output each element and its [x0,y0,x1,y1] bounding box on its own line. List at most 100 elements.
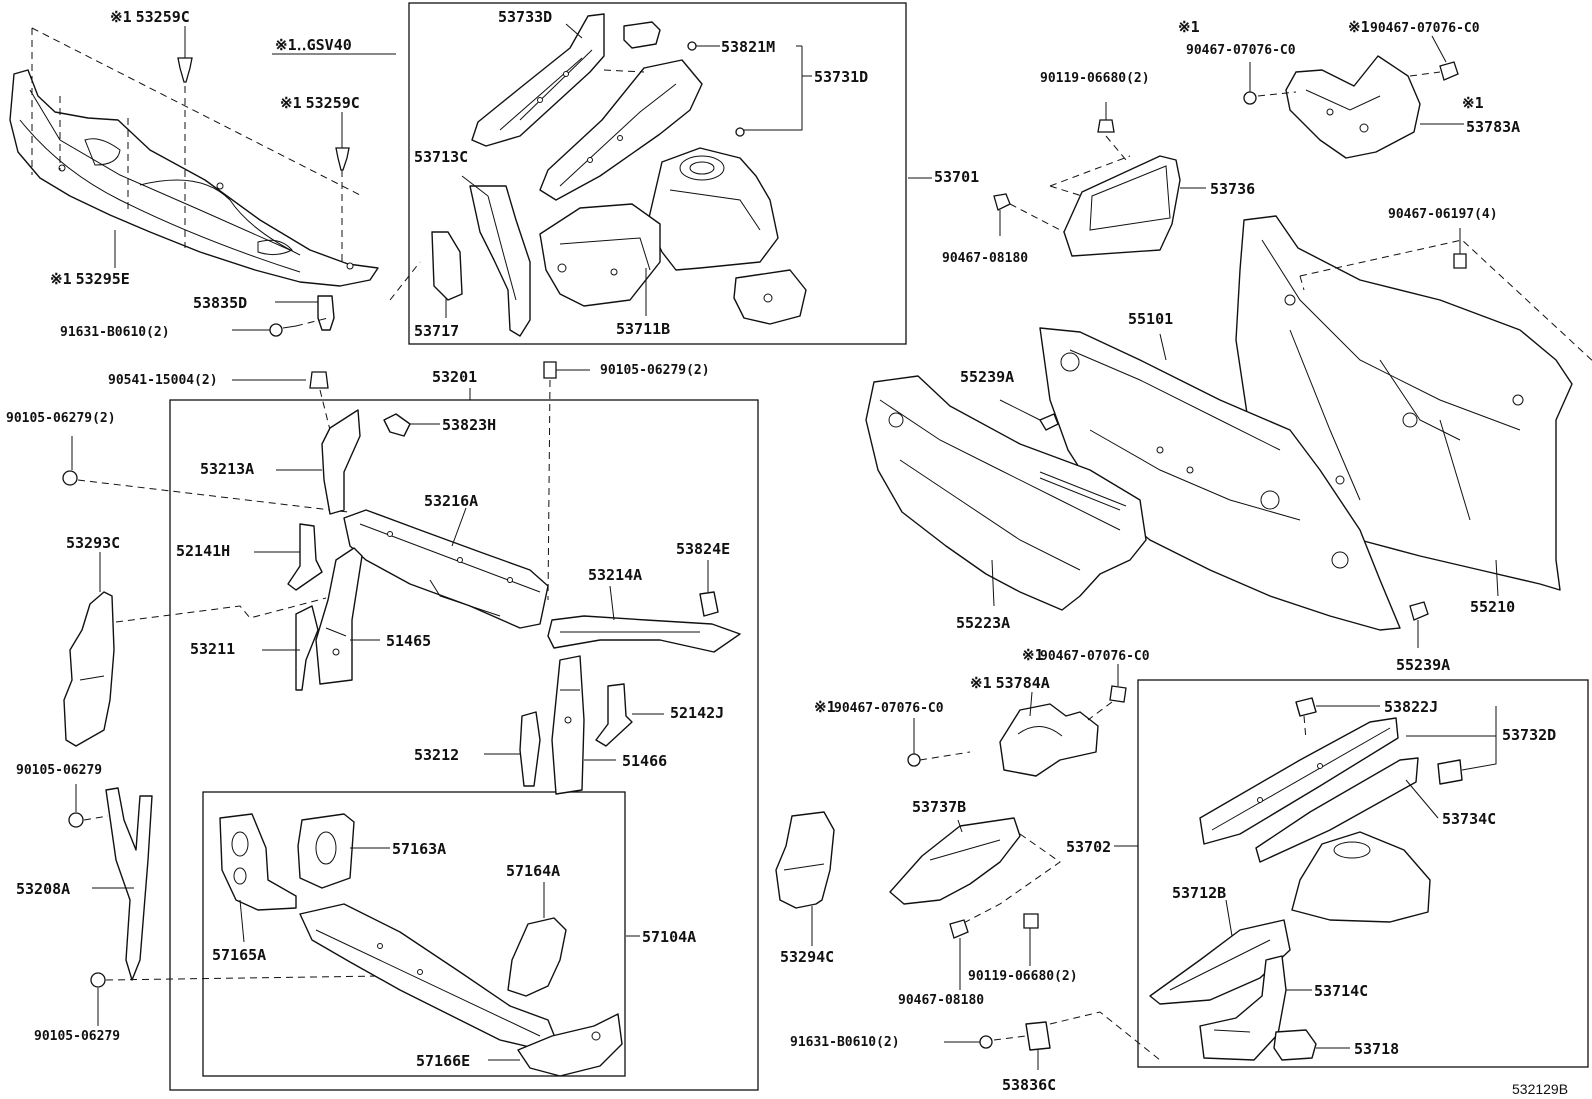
label-53821m: 53821M [721,38,775,56]
label-53294c: 53294C [780,948,834,966]
label-55239a-b: 55239A [1396,656,1450,674]
label-53208a: 53208A [16,880,70,898]
duct-53293c [63,552,115,747]
label-90467-06197: 90467-06197(4) [1388,207,1498,222]
label-53822j: 53822J [1384,698,1438,716]
label-53737b: 53737B [912,798,966,816]
label-53212: 53212 [414,746,459,764]
bolt-91631 [232,323,297,337]
brace-57166e [488,1013,623,1077]
label-51466: 51466 [622,752,667,770]
support-53213a [276,409,361,515]
bolt-90467-06197 [1453,228,1467,269]
bracket-53824e [699,560,719,617]
panel-53737b [889,817,1021,905]
brace-53713c [461,175,531,337]
label-90467-07076-c0-c: 90467-07076-C0 [1040,649,1150,664]
bolt-90467-a [1243,62,1257,105]
bolt-91631-b [944,1035,993,1049]
label-53836c: 53836C [1002,1076,1056,1094]
clip-53259c-b [335,112,350,171]
bracket-53822j [1295,697,1380,717]
brace-53211 [262,605,319,691]
label-53783a: 53783A [1466,118,1520,136]
wheel-house-53711b [539,147,807,325]
label-53712b: 53712B [1172,884,1226,902]
brace-53714c [1199,955,1312,1061]
bolt-53821m-b [735,127,745,137]
label-53714c: 53714C [1314,982,1368,1000]
upper-apron-53733d [471,13,605,147]
label-90467-07076-c0-b: 90467-07076-C0 [1370,21,1480,36]
label-53717: 53717 [414,322,459,340]
clip-55239a-b [1409,601,1429,648]
label-53824e: 53824E [676,540,730,558]
support-51465 [315,547,380,685]
label-57163a: 57163A [392,840,446,858]
bracket-53836c [1025,1021,1051,1070]
mark-c: ※1 [1462,94,1484,112]
label-90105-06279-b: 90105-06279(2) [6,411,116,426]
label-53201: 53201 [432,368,477,386]
clip-90467-08180 [993,193,1011,236]
bracket-52142j [595,683,664,747]
bracket-53717 [431,231,463,318]
bolt-90467-c [907,718,921,767]
mark-a: ※1 [1178,18,1200,36]
bolt-90105-06279-c [68,784,84,828]
bolt-90105-06279-a [543,361,590,379]
member-53731d [539,59,703,201]
mark-e: ※1 [814,698,836,716]
label-53731d: 53731D [814,68,868,86]
group-box-57104a [202,791,626,1077]
label-53214a: 53214A [588,566,642,584]
bolt-90467-b [1431,35,1459,81]
label-53718: 53718 [1354,1040,1399,1058]
duct-53294c [775,811,835,946]
label-53701: 53701 [934,168,979,186]
label-51465: 51465 [386,632,431,650]
brace-57164a [507,882,567,997]
label-53823h: 53823H [442,416,496,434]
group-box-53702 [1137,679,1589,1068]
label-53736: 53736 [1210,180,1255,198]
member-53732d [1199,717,1399,845]
bracket-53823h [383,413,440,437]
label-53213a: 53213A [200,460,254,478]
label-90105-06279-a: 90105-06279(2) [600,363,710,378]
bolt-53821m [687,41,720,51]
label-55239a-a: 55239A [960,368,1014,386]
label-53713c: 53713C [414,148,468,166]
label-53216a: 53216A [424,492,478,510]
bolt-90541-15004 [309,371,329,389]
brace-53208a [92,787,153,981]
label-91631-b0610-b: 91631-B0610(2) [790,1035,900,1050]
support-51466 [551,655,616,795]
label-57164a: 57164A [506,862,560,880]
reference-code: 532129B [1512,1081,1568,1097]
label-57104a: 57104A [642,928,696,946]
label-90467-08180-b: 90467-08180 [898,993,984,1008]
bracket-57163a [297,813,390,889]
mark-b: ※1 [1348,18,1370,36]
bracket-52141h [254,523,323,591]
clip-55239a-a [999,399,1059,431]
label-57165a: 57165A [212,946,266,964]
label-52142j: 52142J [670,704,724,722]
label-90467-07076-c0-a: 90467-07076-C0 [1186,43,1296,58]
group-box-53701 [408,2,907,345]
label-52141h: 52141H [176,542,230,560]
label-53835d: 53835D [193,294,247,312]
label-90119-06680-b: 90119-06680(2) [968,969,1078,984]
engine-under-cover [9,69,379,287]
bracket-53783a [1285,55,1464,159]
label-53732d: 53732D [1502,726,1556,744]
label-55223a: 55223A [956,614,1010,632]
label-90467-07076-c0-d: 90467-07076-C0 [834,701,944,716]
label-53734c: 53734C [1442,810,1496,828]
member-53214a [547,585,741,653]
